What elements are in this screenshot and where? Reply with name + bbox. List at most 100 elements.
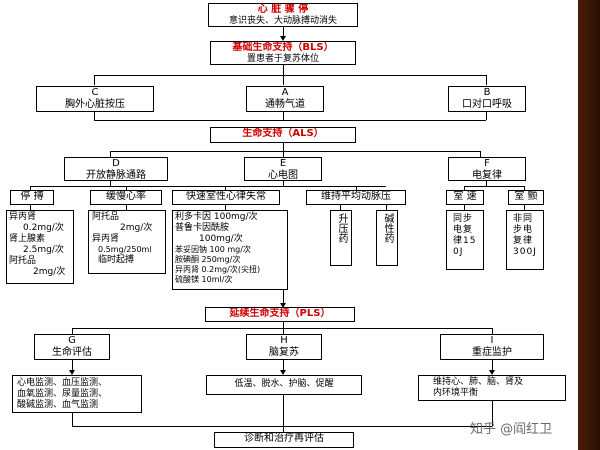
category-vt-label: 室 速 xyxy=(453,191,477,202)
als-label-f: 电复律 xyxy=(472,170,502,181)
drug-line: 胺碘酮 250mg/次 xyxy=(175,255,241,264)
connector xyxy=(283,151,284,157)
connector xyxy=(94,112,95,120)
drug-line: 阿托品 xyxy=(9,256,37,266)
connector xyxy=(72,328,492,329)
als-label-d: 开放静脉通路 xyxy=(86,170,146,181)
detail-line: 酸碱监测、血气监测 xyxy=(17,400,99,410)
connector xyxy=(72,328,73,334)
re-evaluation-box: 诊断和治疗再评估 xyxy=(214,432,354,448)
connector xyxy=(492,360,493,372)
cardiac-arrest-subtitle: 意识丧失、大动脉搏动消失 xyxy=(228,16,337,26)
connector xyxy=(486,181,487,186)
pls-letter-h: H xyxy=(280,335,288,346)
detail-line: 血氧监测、尿量监测、 xyxy=(17,389,108,399)
arrow-icon xyxy=(280,303,286,308)
drug-line: 苯妥因钠 100 mg/次 xyxy=(175,245,251,254)
detail-line: 心电监测、血压监测、 xyxy=(17,378,108,388)
drug-line: 异丙肾 xyxy=(9,212,37,222)
pls-title: 延续生命支持（PLS） xyxy=(229,308,331,319)
als-item-e: E 心电图 xyxy=(244,157,322,181)
vasopressor-box: 升压药 xyxy=(330,210,352,266)
category-vt: 室 速 xyxy=(446,190,484,205)
category-slow-label: 缓慢心率 xyxy=(106,191,146,202)
dose-line: 0.2mg/次 xyxy=(23,223,64,233)
category-stop: 停 搏 xyxy=(10,190,54,205)
drug-line: 异丙肾 0.2mg/次(尖扭) xyxy=(175,265,261,274)
connector xyxy=(225,186,226,190)
connector xyxy=(283,322,284,328)
connector xyxy=(464,205,465,210)
connector xyxy=(283,328,284,334)
drug-line: 利多卡因 100mg/次 xyxy=(175,212,258,222)
dose-line: 2mg/次 xyxy=(120,223,153,233)
connector xyxy=(72,426,492,427)
connector xyxy=(492,328,493,334)
connector xyxy=(72,360,73,372)
connector xyxy=(126,186,127,190)
bls-title: 基础生命支持（BLS） xyxy=(232,42,334,53)
arrow-icon xyxy=(489,370,495,375)
alkaline-drug-label: 碱性药 xyxy=(382,213,393,243)
vf-defibrillation-text: 非同步电复律300J xyxy=(513,214,537,257)
detail-line: 内环境平衡 xyxy=(433,388,479,398)
pls-letter-g: G xyxy=(68,335,76,346)
connector xyxy=(110,151,480,152)
intensive-care-detail: 维持心、肺、脑、肾及 内环境平衡 xyxy=(418,375,566,401)
connector xyxy=(283,112,284,120)
bls-letter-c: C xyxy=(91,87,99,98)
drug-line: 普鲁卡因酰胺 xyxy=(175,223,230,233)
category-map-label: 维持平均动脉压 xyxy=(321,191,391,202)
vasopressor-label: 升压药 xyxy=(336,213,347,243)
drug-line: 阿托品 xyxy=(92,212,120,222)
connector xyxy=(283,290,284,304)
cardiac-arrest-box: 心 脏 骤 停 意识丧失、大动脉搏动消失 xyxy=(208,3,358,27)
connector xyxy=(110,151,111,157)
connector xyxy=(30,205,31,210)
connector xyxy=(94,120,486,121)
life-assessment-detail: 心电监测、血压监测、 血氧监测、尿量监测、 酸碱监测、血气监测 xyxy=(12,375,142,413)
bls-letter-a: A xyxy=(281,87,289,98)
category-vf-label: 室 颤 xyxy=(514,191,538,202)
connector xyxy=(283,65,284,75)
pls-item-g: G 生命评估 xyxy=(34,334,110,360)
detail-line: 维持心、肺、脑、肾及 xyxy=(433,377,524,387)
drug-line: 临时起搏 xyxy=(98,255,135,265)
brain-resuscitation-detail: 低温、脱水、护脑、促醒 xyxy=(206,375,362,395)
vt-cardioversion-box: 同步电复律150J xyxy=(446,210,484,270)
cardiac-arrest-title: 心 脏 骤 停 xyxy=(257,4,309,15)
connector xyxy=(283,426,284,432)
alkaline-drug-box: 碱性药 xyxy=(376,210,398,266)
connector xyxy=(283,27,284,37)
connector xyxy=(283,360,284,372)
connector xyxy=(356,186,357,190)
pls-item-i: I 重症监护 xyxy=(440,334,544,360)
connector xyxy=(94,75,486,76)
bls-label-c: 胸外心脏按压 xyxy=(65,99,125,110)
pls-letter-i: I xyxy=(490,335,494,346)
connector xyxy=(486,75,487,85)
connector xyxy=(94,75,95,85)
bls-letter-b: B xyxy=(483,87,491,98)
pls-label-i: 重症监护 xyxy=(472,347,512,358)
als-letter-f: F xyxy=(484,158,490,169)
vf-defibrillation-box: 非同步电复律300J xyxy=(506,210,544,270)
connector xyxy=(340,205,341,210)
dose-line: 0.5mg/250ml xyxy=(98,245,152,254)
bls-subtitle: 置患者于复苏体位 xyxy=(246,54,319,64)
connector xyxy=(225,205,226,210)
als-item-f: F 电复律 xyxy=(448,157,526,181)
als-letter-d: D xyxy=(112,158,120,169)
pls-item-h: H 脑复苏 xyxy=(246,334,322,360)
watermark: 知乎 @阎红卫 xyxy=(470,422,553,437)
connector xyxy=(464,186,465,190)
pls-label-g: 生命评估 xyxy=(52,347,92,358)
connector xyxy=(72,413,73,426)
arrow-icon xyxy=(69,370,75,375)
connector xyxy=(283,75,284,85)
right-decorative-bar xyxy=(578,0,600,450)
connector xyxy=(283,395,284,426)
connector xyxy=(524,205,525,210)
connector xyxy=(30,186,386,187)
